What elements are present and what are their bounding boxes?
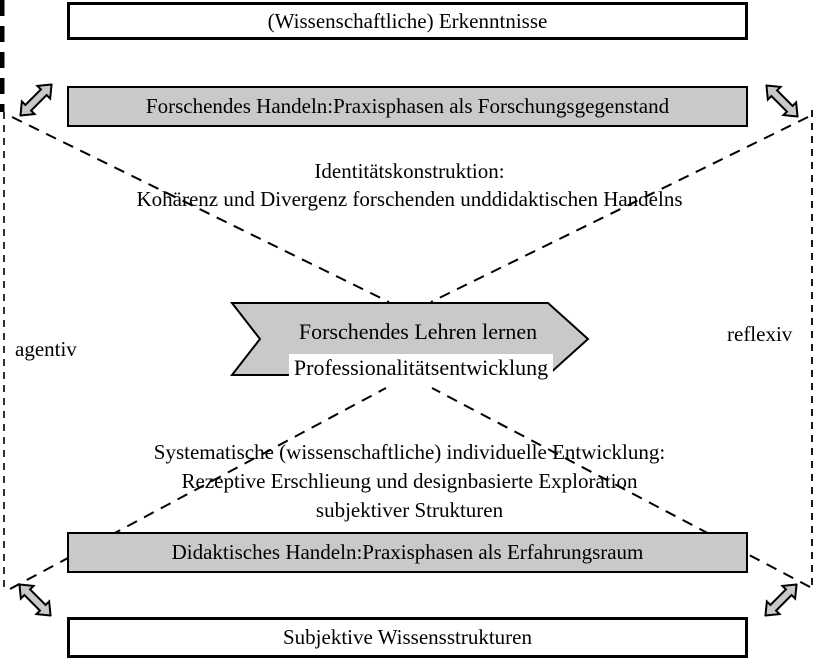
identity-annotation-line2: Kohärenz und Divergenz forschenden unddi… [136,187,683,211]
arrow-main-label: Forschendes Lehren lernen [298,319,538,344]
double-arrow-icon-top-right [758,77,806,125]
identity-annotation: Identitätskonstruktion: Kohärenz und Div… [0,157,819,213]
diagonal-dashed-line-bottom-left [9,387,387,590]
box-subjektive-wissensstrukturen-label: Subjektive Wissensstrukturen [283,625,532,649]
double-arrow-icon-bottom-right [757,576,805,624]
double-arrow-icon [18,583,52,617]
axis-label-agentiv: agentiv [15,337,77,361]
box-subjektive-wissensstrukturen: Subjektive Wissensstrukturen [67,617,748,658]
development-annotation-line2: Rezeptive Erschlieung und designbasierte… [181,469,638,493]
axis-label-reflexiv: reflexiv [727,322,793,346]
double-arrow-icon-bottom-left [11,576,59,624]
double-arrow-icon [765,84,799,118]
development-annotation: Systematische (wissenschaftliche) indivi… [0,438,819,525]
box-didaktisches-handeln: Didaktisches Handeln:Praxisphasen als Er… [67,532,748,573]
box-wissenschaftliche-erkenntnisse-label: (Wissenschaftliche) Erkenntnisse [267,8,548,33]
development-annotation-line1: Systematische (wissenschaftliche) indivi… [153,440,666,464]
box-didaktisches-handeln-label: Didaktisches Handeln:Praxisphasen als Er… [171,540,644,564]
identity-annotation-line1: Identitätskonstruktion: [314,159,505,183]
double-arrow-icon-top-left [12,76,60,124]
development-annotation-line3: subjektiver Strukturen [315,498,504,522]
double-arrow-icon [764,583,798,617]
double-arrow-icon [19,83,53,117]
arrow-sub-label: Professionalitätsentwicklung [288,354,554,382]
box-forschendes-handeln-label: Forschendes Handeln:Praxisphasen als For… [145,94,670,118]
diagonal-dashed-line-top-left [11,116,390,303]
box-forschendes-handeln: Forschendes Handeln:Praxisphasen als For… [67,86,748,127]
diagonal-dashed-line-bottom-right [431,387,811,588]
box-wissenschaftliche-erkenntnisse: (Wissenschaftliche) Erkenntnisse [67,2,748,40]
diagonal-dashed-line-top-right [430,116,809,303]
